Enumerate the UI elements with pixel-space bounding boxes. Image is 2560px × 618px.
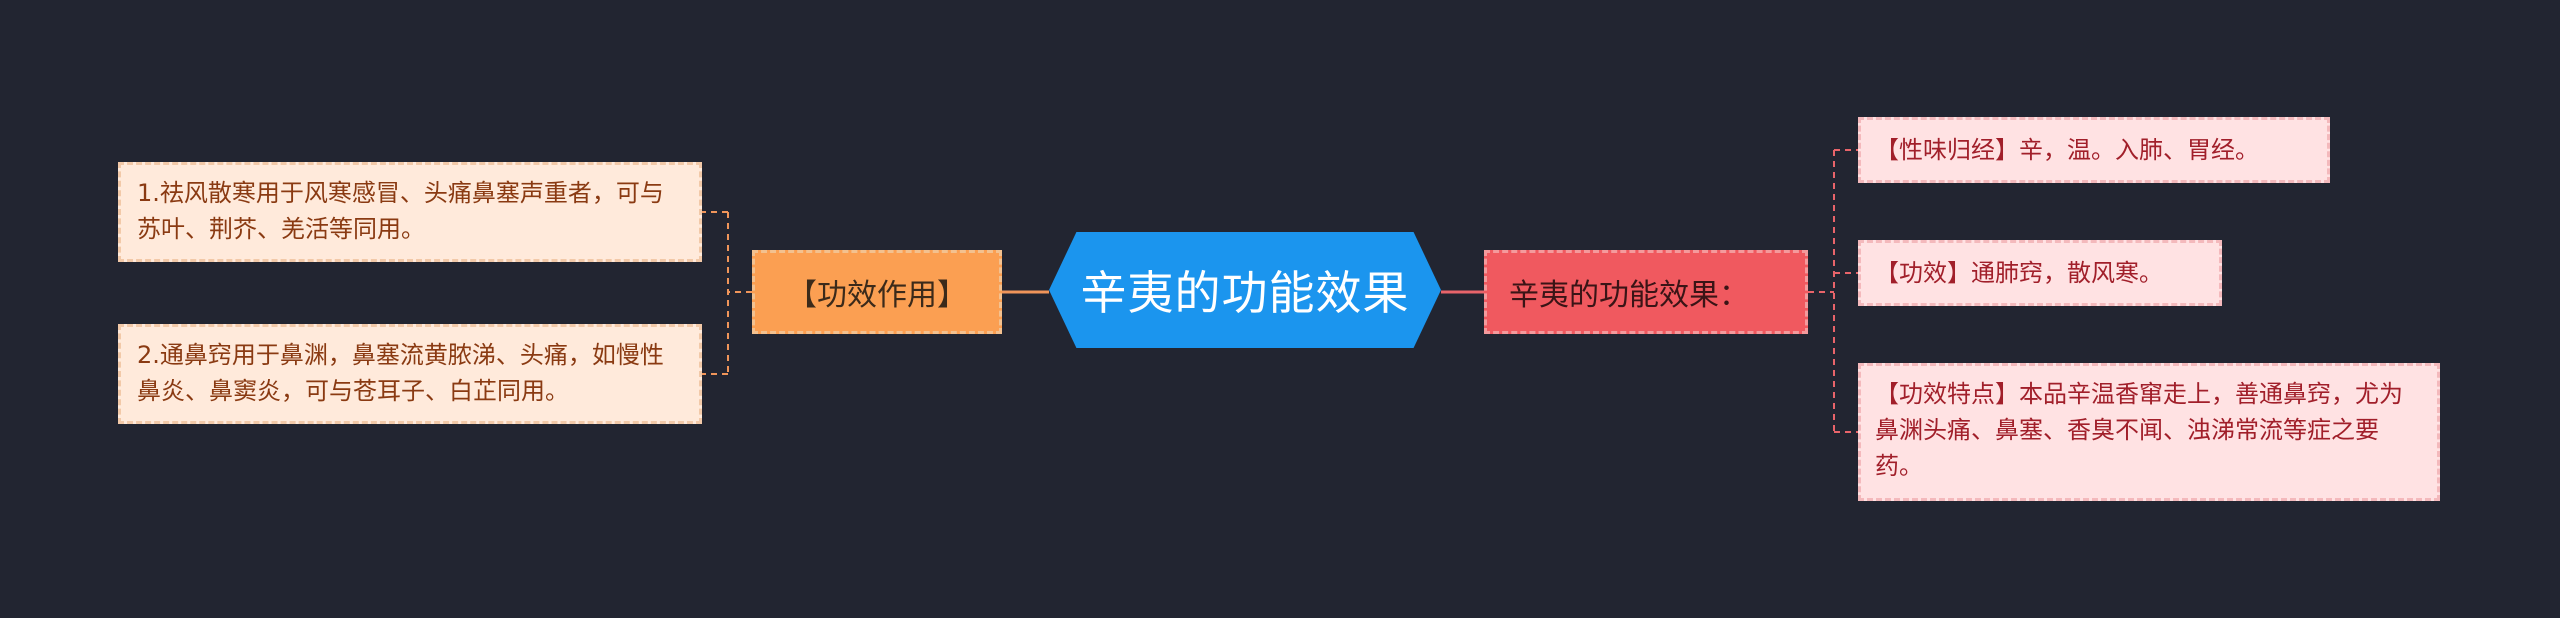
- leaf-gongxiao[interactable]: 【功效】通肺窍，散风寒。: [1858, 240, 2222, 306]
- branch-gongneng-xiaoguo[interactable]: 辛夷的功能效果：: [1484, 250, 1808, 334]
- leaf-tong-biqiao[interactable]: 2.通鼻窍用于鼻渊，鼻塞流黄脓涕、头痛，如慢性鼻炎、鼻窦炎，可与苍耳子、白芷同用…: [118, 324, 702, 424]
- leaf-xingwei-guijing[interactable]: 【性味归经】辛，温。入肺、胃经。: [1858, 117, 2330, 183]
- leaf-text: 【功效特点】本品辛温香窜走上，善通鼻窍，尤为鼻渊头痛、鼻塞、香臭不闻、浊涕常流等…: [1875, 380, 2403, 480]
- branch-label: 辛夷的功能效果：: [1509, 278, 1749, 313]
- center-topic-label: 辛夷的功能效果: [1080, 266, 1410, 320]
- leaf-text: 2.通鼻窍用于鼻渊，鼻塞流黄脓涕、头痛，如慢性鼻炎、鼻窦炎，可与苍耳子、白芷同用…: [137, 341, 664, 405]
- leaf-text: 【性味归经】辛，温。入肺、胃经。: [1875, 136, 2259, 164]
- leaf-text: 1.祛风散寒用于风寒感冒、头痛鼻塞声重者，可与苏叶、荆芥、羌活等同用。: [137, 179, 664, 243]
- center-topic[interactable]: 辛夷的功能效果: [1049, 232, 1441, 348]
- leaf-qufeng-sanhan[interactable]: 1.祛风散寒用于风寒感冒、头痛鼻塞声重者，可与苏叶、荆芥、羌活等同用。: [118, 162, 702, 262]
- branch-gongxiao-zuoyong[interactable]: 【功效作用】: [752, 250, 1002, 334]
- leaf-gongxiao-tedian[interactable]: 【功效特点】本品辛温香窜走上，善通鼻窍，尤为鼻渊头痛、鼻塞、香臭不闻、浊涕常流等…: [1858, 363, 2440, 501]
- leaf-text: 【功效】通肺窍，散风寒。: [1875, 259, 2163, 287]
- branch-label: 【功效作用】: [787, 278, 967, 313]
